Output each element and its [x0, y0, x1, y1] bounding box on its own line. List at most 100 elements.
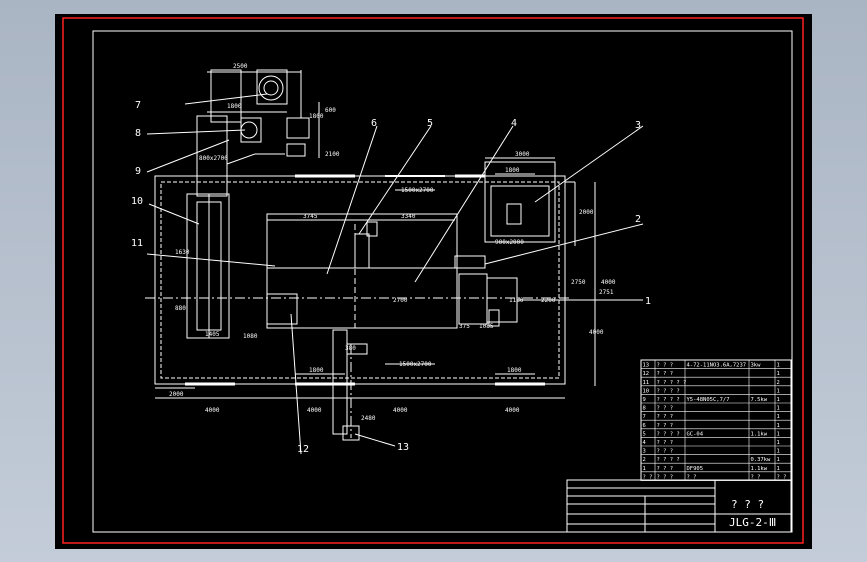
parts-cell-no: 8	[643, 406, 646, 412]
parts-cell-no: 13	[643, 363, 650, 369]
part-5	[354, 233, 370, 269]
part-12	[332, 329, 348, 435]
parts-cell-name: ? ? ? ?	[657, 388, 680, 394]
outer-border	[62, 17, 804, 544]
callout-6: 6	[371, 118, 377, 129]
parts-cell-qty: 1	[777, 457, 780, 463]
parts-cell-name: ? ? ?	[657, 423, 674, 429]
parts-cell-qty: 1	[777, 423, 780, 429]
dim-1800: 1800	[507, 367, 522, 374]
parts-cell-name: ? ? ? ?	[657, 457, 680, 463]
parts-cell-qty_note: 3kw	[751, 363, 762, 369]
parts-cell-no: 3	[643, 449, 646, 455]
dim-2500: 2500	[233, 63, 248, 70]
parts-cell-no: 5	[643, 431, 646, 437]
dim-600: 600	[325, 107, 336, 114]
dim-1500x2700: 1500x2700	[401, 187, 434, 194]
parts-cell-name: ? ? ? ?	[657, 397, 680, 403]
dim-1080: 1080	[243, 333, 258, 340]
dim-1800: 1800	[309, 367, 324, 374]
callout-13: 13	[397, 442, 409, 453]
parts-cell-no: ? ?	[643, 474, 653, 480]
parts-cell-no: 12	[643, 371, 650, 377]
dim-4000: 4000	[505, 407, 520, 414]
dim-1085: 1085	[479, 323, 494, 330]
parts-cell-name: ? ? ?	[657, 406, 674, 412]
plan-geometry	[145, 69, 644, 455]
dim-3745: 3745	[303, 213, 318, 220]
parts-cell-qty: 2	[777, 380, 780, 386]
dim-2100: 2100	[325, 151, 340, 158]
parts-cell-qty: 1	[777, 388, 780, 394]
dim-800x2700: 800x2700	[199, 155, 228, 162]
dim-2200: 2200	[541, 297, 556, 304]
parts-cell-no: 1	[643, 466, 646, 472]
dim-4000: 4000	[205, 407, 220, 414]
parts-cell-name: ? ? ?	[657, 371, 674, 377]
drawing-sheet: 7 8 9 10 11 12 13 6 5 4 3 2 1 2500 1800 …	[55, 14, 812, 549]
parts-cell-no: 7	[643, 414, 646, 420]
dim-3000: 3000	[515, 151, 530, 158]
callout-4: 4	[511, 118, 517, 129]
dim-2750: 2750	[571, 279, 586, 286]
callout-5: 5	[427, 118, 433, 129]
parts-cell-spec: GC-04	[687, 431, 704, 437]
parts-cell-qty: 1	[777, 371, 780, 377]
callout-11: 11	[131, 238, 143, 249]
dim-2700: 2700	[393, 297, 408, 304]
title-block: ? ? ? JLG-2-Ⅲ	[566, 479, 792, 533]
part-3	[484, 161, 556, 243]
part-2	[454, 255, 486, 269]
callout-10: 10	[131, 196, 143, 207]
parts-cell-qty_note: 1.1kw	[751, 466, 768, 472]
dim-1630: 1630	[175, 249, 190, 256]
parts-cell-name: ? ? ? ?	[657, 431, 680, 437]
dimension-labels: 2500 1800 1800 600 2100 800x2700 3000 18…	[169, 63, 616, 422]
drawing-title: ? ? ?	[731, 498, 764, 511]
parts-cell-qty_note: ? ?	[751, 474, 761, 480]
callout-9: 9	[135, 166, 141, 177]
drawing-canvas[interactable]: 7 8 9 10 11 12 13 6 5 4 3 2 1 2500 1800 …	[55, 14, 812, 549]
parts-cell-no: 4	[643, 440, 647, 446]
callout-2: 2	[635, 214, 641, 225]
dim-1405: 1405	[205, 331, 220, 338]
parts-cell-qty: 1	[777, 431, 780, 437]
parts-cell-qty_note: 1.1kw	[751, 431, 768, 437]
dim-380: 380	[345, 345, 356, 352]
part-6	[266, 213, 458, 329]
dim-1800: 1800	[227, 103, 242, 110]
parts-cell-name: ? ? ?	[657, 474, 674, 480]
part-7	[258, 75, 284, 101]
drawing-code: JLG-2-Ⅲ	[729, 516, 776, 529]
dim-375: 375	[459, 323, 470, 330]
dim-3340: 3340	[401, 213, 416, 220]
callout-7: 7	[135, 100, 141, 111]
dim-4000: 4000	[589, 329, 604, 336]
parts-cell-spec: Y5-48N05C,7/7	[687, 397, 730, 403]
parts-cell-name: ? ? ?	[657, 414, 674, 420]
parts-cell-qty: ? ?	[777, 474, 787, 480]
dim-1500x2700: 1500x2700	[399, 361, 432, 368]
parts-cell-no: 2	[643, 457, 646, 463]
parts-cell-no: 11	[643, 380, 650, 386]
parts-cell-qty: 1	[777, 440, 780, 446]
dim-2480: 2480	[361, 415, 376, 422]
parts-cell-qty: 1	[777, 414, 780, 420]
parts-cell-name: ? ? ? ? ?	[657, 380, 687, 386]
dim-4000: 4000	[393, 407, 408, 414]
dim-900x2000: 900x2000	[495, 239, 524, 246]
dim-2000: 2000	[579, 209, 594, 216]
callout-1: 1	[645, 296, 651, 307]
dim-4000: 4000	[307, 407, 322, 414]
parts-cell-name: ? ? ?	[657, 440, 674, 446]
dim-1800: 1800	[309, 113, 324, 120]
parts-cell-qty: 1	[777, 466, 780, 472]
callout-12: 12	[297, 444, 309, 455]
parts-cell-qty_note: 0.37kw	[751, 457, 772, 463]
callout-8: 8	[135, 128, 141, 139]
dim-4000: 4000	[601, 279, 616, 286]
parts-cell-spec: 4-72-11NO3.6A,7237	[687, 363, 747, 369]
parts-cell-no: 10	[643, 388, 650, 394]
parts-cell-no: 6	[643, 423, 646, 429]
